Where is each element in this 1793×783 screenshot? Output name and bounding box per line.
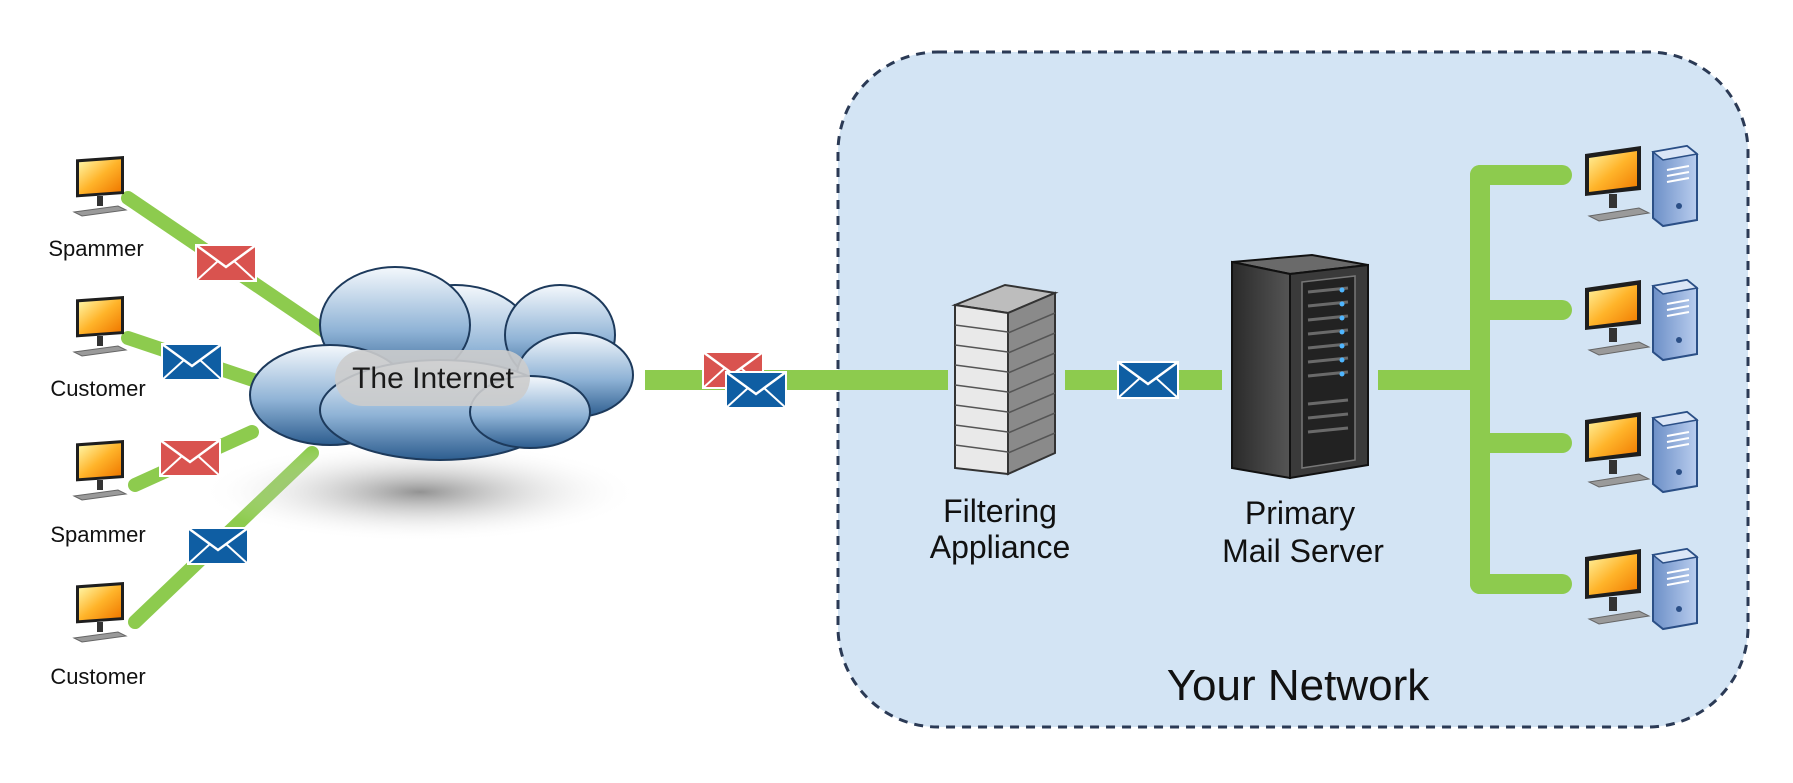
workstation-icon (1584, 279, 1698, 361)
internal-links (1470, 165, 1572, 594)
filter-label-line2: Appliance (930, 529, 1071, 565)
internet-cloud: The Internet (200, 266, 640, 542)
spam-envelope-icon (158, 438, 222, 478)
client-1-label: Spammer (48, 236, 143, 261)
workstation-icon (1584, 411, 1698, 493)
mail-envelope-icon (1116, 360, 1180, 400)
mail-envelope-icon (186, 526, 250, 566)
server-icon (1231, 253, 1369, 480)
filtering-appliance: Filtering Appliance (930, 283, 1071, 565)
client-2-label: Customer (50, 376, 145, 401)
computer-icon (73, 439, 127, 501)
workstation-icon (1584, 548, 1698, 630)
network-label: Your Network (1167, 661, 1430, 710)
computer-icon (73, 581, 127, 643)
client-4-label: Customer (50, 664, 145, 689)
appliance-icon (951, 283, 1059, 476)
client-2: Customer (50, 295, 146, 401)
client-3: Spammer (50, 439, 146, 547)
filter-label-line1: Filtering (943, 493, 1057, 529)
server-label-line1: Primary (1245, 495, 1355, 531)
internet-label-pill (335, 350, 530, 406)
mail-envelope-icon (724, 370, 788, 410)
server-label-line2: Mail Server (1222, 533, 1384, 569)
workstation-icon (1584, 145, 1698, 227)
primary-mail-server: Primary Mail Server (1222, 253, 1384, 569)
client-1: Spammer (48, 155, 144, 261)
client-3-label: Spammer (50, 522, 145, 547)
internet-label: The Internet (352, 362, 514, 395)
computer-icon (73, 295, 127, 357)
spam-envelope-icon (194, 243, 258, 283)
mail-envelope-icon (160, 342, 224, 382)
client-4: Customer (50, 581, 146, 689)
computer-icon (73, 155, 127, 217)
